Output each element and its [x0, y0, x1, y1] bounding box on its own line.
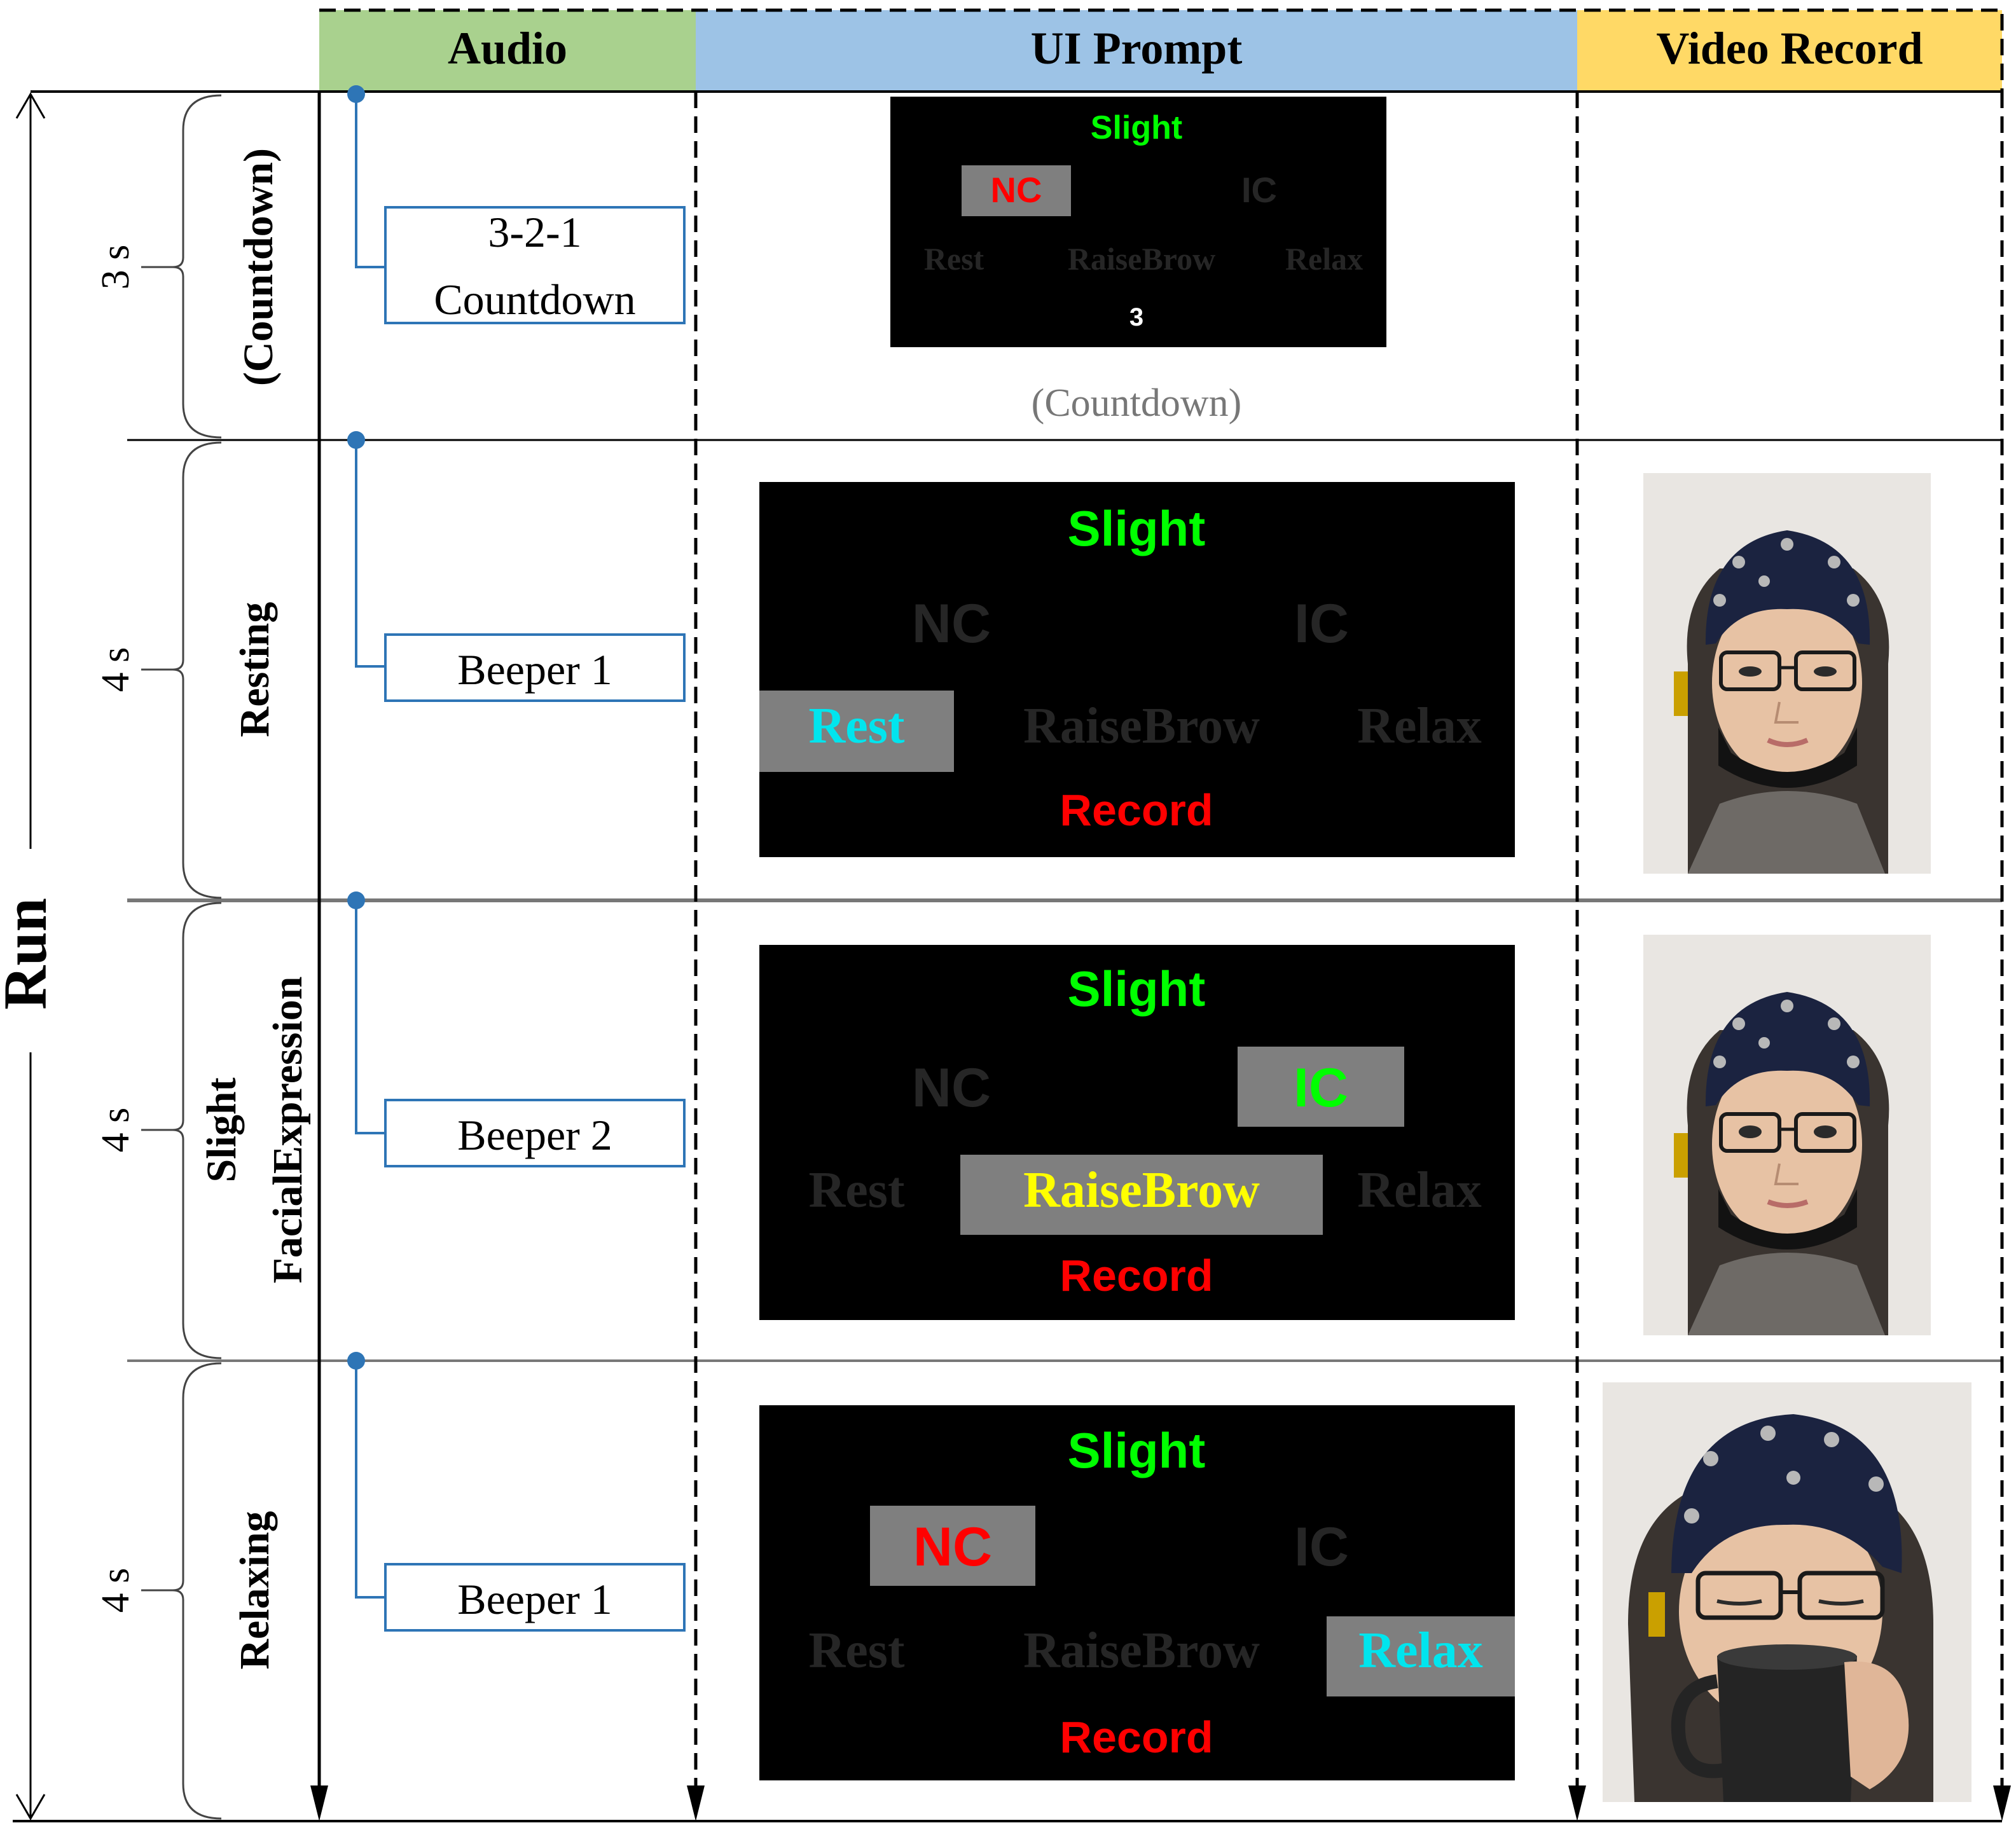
brace-countdown — [141, 94, 222, 439]
header-dashed-border — [319, 8, 2004, 92]
audio-text: Beeper 2 — [457, 1111, 612, 1159]
option-rest: Rest — [808, 1623, 904, 1679]
highlight-box — [759, 691, 954, 772]
ui-prompt-header-label: UI Prompt — [1031, 23, 1243, 74]
ui-axis-arrowhead — [687, 1785, 705, 1821]
audio-box-beeper-1 — [384, 633, 686, 702]
highlight-box — [1238, 1047, 1404, 1127]
audio-column-header — [319, 10, 696, 92]
screen-background — [759, 945, 1515, 1320]
screen-background — [890, 97, 1386, 347]
run-label: Run — [0, 898, 59, 1010]
option-ic: IC — [1241, 170, 1277, 210]
option-raisebrow: RaiseBrow — [1023, 1623, 1260, 1679]
phase-label-facial-expression: FacialExpression — [265, 977, 311, 1284]
screen-level-label: Slight — [1068, 961, 1206, 1017]
audio-box-beeper-2 — [384, 1099, 686, 1167]
phase-label-countdown: (Countdown) — [235, 148, 282, 386]
option-raisebrow: RaiseBrow — [1068, 241, 1215, 277]
video-record-header-label: Video Record — [1656, 23, 1923, 74]
ui-screen-slight-expression: Slight NC IC Rest RaiseBrow Relax Record — [759, 945, 1515, 1320]
screen-background — [759, 482, 1515, 857]
option-rest: Rest — [924, 241, 984, 277]
screen-level-label: Slight — [1068, 1422, 1206, 1478]
audio-text: Beeper 1 — [457, 645, 612, 694]
record-label: Record — [1060, 1251, 1213, 1300]
option-nc: NC — [913, 1517, 992, 1578]
option-nc: NC — [991, 170, 1042, 210]
audio-event-resting: Beeper 1 — [347, 431, 686, 702]
video-record-column-header — [1577, 10, 2002, 92]
audio-event-countdown: 3-2-1 Countdown — [347, 85, 686, 324]
option-rest: Rest — [808, 698, 904, 754]
audio-text: Beeper 1 — [457, 1575, 612, 1623]
cap-wearer-drinking-icon — [1603, 1382, 1971, 1802]
record-label: Record — [1060, 1712, 1213, 1762]
audio-event-slight-expression: Beeper 2 — [347, 891, 686, 1167]
duration-countdown: 3 s — [94, 245, 137, 290]
audio-connector — [355, 1361, 385, 1599]
record-label: Record — [1060, 785, 1213, 835]
highlight-box — [1327, 1616, 1515, 1696]
right-axis-arrowhead — [1993, 1785, 2011, 1821]
audio-axis-arrowhead — [310, 1785, 328, 1821]
screen-level-label: Slight — [1068, 500, 1206, 556]
video-frame-slight-expression — [1643, 935, 1931, 1335]
duration-relaxing: 4 s — [94, 1568, 137, 1613]
option-nc: NC — [912, 593, 991, 654]
phase-label-slight: Slight — [198, 1077, 245, 1182]
phase-label-relaxing: Relaxing — [231, 1511, 278, 1669]
run-arrow-top-head — [15, 92, 46, 119]
option-ic: IC — [1294, 1517, 1349, 1578]
option-raisebrow: RaiseBrow — [1023, 698, 1260, 754]
video-frame-relaxing — [1603, 1382, 1971, 1802]
option-relax: Relax — [1357, 1162, 1482, 1218]
audio-connector — [355, 94, 385, 268]
brace-slight-expression — [141, 902, 222, 1359]
highlight-box — [870, 1506, 1035, 1586]
audio-box-countdown — [384, 206, 686, 324]
countdown-caption: (Countdown) — [1032, 382, 1242, 425]
ui-screen-countdown: Slight NC IC Rest RaiseBrow Relax 3 — [890, 97, 1386, 347]
video-axis-arrowhead — [1568, 1785, 1586, 1821]
option-relax: Relax — [1285, 241, 1363, 277]
cap-wearer-neutral-icon — [1643, 473, 1931, 874]
option-relax: Relax — [1357, 698, 1482, 754]
audio-text-line1: 3-2-1 — [488, 208, 581, 256]
highlight-box — [960, 1155, 1323, 1235]
run-arrow-bottom-head — [15, 1794, 46, 1820]
brace-resting — [141, 441, 222, 899]
ui-screen-relaxing: Slight NC IC Rest RaiseBrow Relax Record — [759, 1405, 1515, 1780]
audio-connector — [355, 900, 385, 1134]
option-relax: Relax — [1358, 1623, 1483, 1679]
screen-level-label: Slight — [1091, 109, 1182, 146]
highlight-box — [962, 165, 1071, 216]
audio-box-beeper-1 — [384, 1563, 686, 1632]
video-frame-resting — [1643, 473, 1931, 874]
audio-text-line2: Countdown — [434, 275, 635, 324]
option-nc: NC — [912, 1057, 991, 1118]
audio-header-label: Audio — [448, 23, 567, 74]
audio-event-relaxing: Beeper 1 — [347, 1352, 686, 1632]
option-ic: IC — [1294, 1057, 1348, 1118]
screen-background — [759, 1405, 1515, 1780]
option-ic: IC — [1294, 593, 1349, 654]
ui-screen-resting: Slight NC IC Rest RaiseBrow Relax Record — [759, 482, 1515, 857]
option-raisebrow: RaiseBrow — [1023, 1162, 1260, 1218]
duration-resting: 4 s — [94, 647, 137, 692]
brace-relaxing — [141, 1362, 222, 1820]
duration-slight-expression: 4 s — [94, 1108, 137, 1153]
cap-wearer-raisebrow-icon — [1643, 935, 1931, 1335]
ui-prompt-column-header — [696, 10, 1577, 92]
option-rest: Rest — [808, 1162, 904, 1218]
phase-label-resting: Resting — [231, 602, 278, 738]
audio-connector — [355, 440, 385, 668]
countdown-number: 3 — [1129, 303, 1143, 331]
